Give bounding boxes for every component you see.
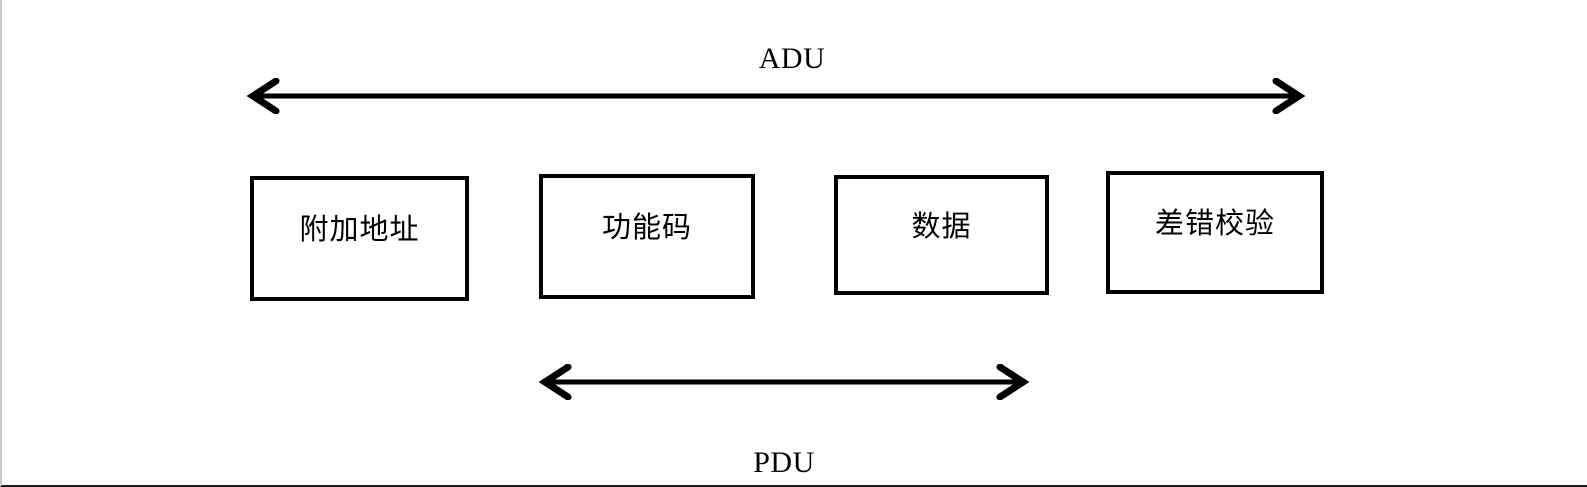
adu-arrowhead-right bbox=[1272, 78, 1306, 114]
pdu-span-label: PDU bbox=[753, 446, 815, 479]
pdu-span-arrow bbox=[538, 364, 1030, 400]
pdu-arrowhead-left bbox=[538, 364, 572, 400]
frame-box-label-additional-address: 附加地址 bbox=[299, 214, 420, 246]
adu-arrowhead-left bbox=[246, 78, 280, 114]
adu-span-label: ADU bbox=[758, 42, 826, 75]
pdu-arrowhead-right bbox=[996, 364, 1030, 400]
frame-box-data: 数据 bbox=[834, 175, 1049, 295]
adu-span-arrow bbox=[246, 78, 1306, 114]
frame-box-function-code: 功能码 bbox=[539, 174, 755, 299]
frame-box-additional-address: 附加地址 bbox=[250, 176, 469, 301]
frame-box-label-function-code: 功能码 bbox=[601, 212, 692, 244]
frame-box-error-check: 差错校验 bbox=[1106, 171, 1324, 294]
frame-box-label-data: 数据 bbox=[911, 210, 972, 243]
frame-box-label-error-check: 差错校验 bbox=[1154, 208, 1275, 240]
